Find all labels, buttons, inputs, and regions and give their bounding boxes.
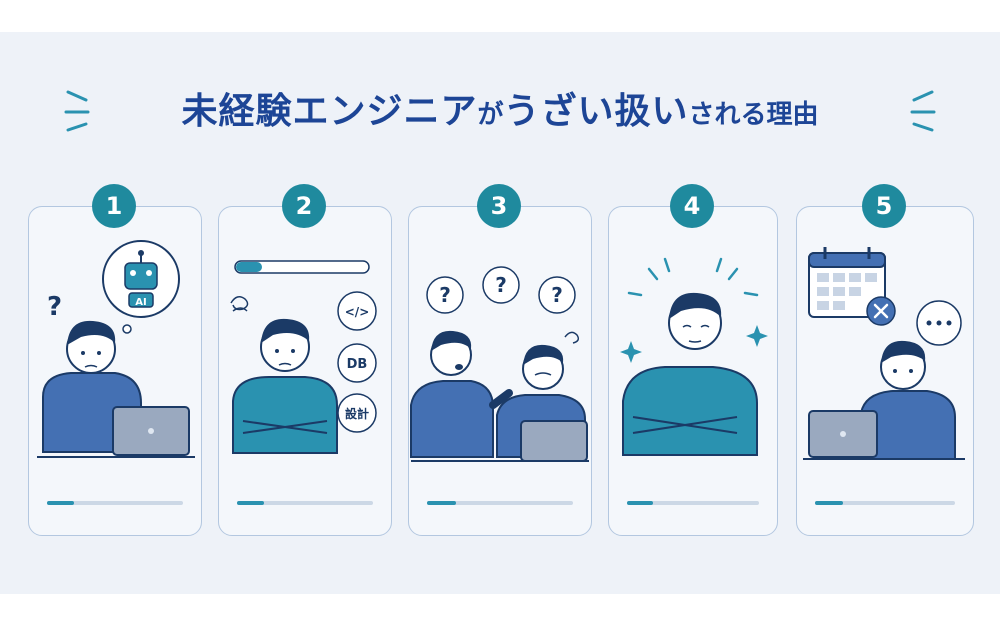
progress-fill <box>815 501 843 505</box>
title-part-1: 未経験エンジニア <box>181 91 478 132</box>
step-badge-1: 1 <box>92 184 136 228</box>
ellipsis-bubble-icon <box>916 300 962 346</box>
person-icon <box>232 318 338 454</box>
progress-bar <box>815 501 955 505</box>
step-badge-2: 2 <box>282 184 326 228</box>
title-part-3: うざい扱い <box>503 91 689 132</box>
person-icon <box>622 292 758 456</box>
code-icon: </> <box>337 291 377 331</box>
sparkle-icon <box>620 257 768 363</box>
reason-card-3: ? ? ? <box>408 206 592 536</box>
skill-db-label: DB <box>347 357 368 372</box>
question-bubble-icon: ? <box>482 266 520 304</box>
question-bubble-icon: ? <box>426 276 464 314</box>
step-badge-5: 5 <box>862 184 906 228</box>
title-part-4: される理由 <box>688 100 819 130</box>
progress-bar <box>427 501 573 505</box>
design-icon: 設計 <box>337 393 377 433</box>
question-bubble-icon: ? <box>538 276 576 314</box>
calendar-icon <box>808 247 886 318</box>
svg-text:?: ? <box>47 292 62 322</box>
dizzy-icon <box>564 331 580 344</box>
step-badge-4: 4 <box>670 184 714 228</box>
left-sparkle-icon <box>64 90 90 132</box>
card-4-illustration <box>620 257 768 456</box>
ai-robot-icon: AI <box>102 240 180 334</box>
person-icon <box>860 340 956 460</box>
svg-text:?: ? <box>439 283 451 307</box>
senior-person-icon <box>410 330 513 458</box>
progress-fill <box>627 501 654 505</box>
svg-text:?: ? <box>495 273 507 297</box>
reason-card-1: ? AI <box>28 206 202 536</box>
progress-bar <box>47 501 183 505</box>
skill-design-label: 設計 <box>345 406 369 421</box>
progress-fill <box>47 501 75 505</box>
skill-code-label: </> <box>345 305 370 319</box>
right-sparkle-icon <box>910 90 936 132</box>
card-5-illustration <box>803 247 965 460</box>
step-badge-3: 3 <box>477 184 521 228</box>
reason-card-2: </> DB 設計 <box>218 206 392 536</box>
progress-bar <box>237 501 373 505</box>
database-icon: DB <box>337 343 377 383</box>
svg-text:?: ? <box>551 283 563 307</box>
question-mark-icon: ? <box>47 292 62 322</box>
dizzy-icon <box>230 296 249 312</box>
card-2-illustration: </> DB 設計 <box>230 260 377 454</box>
card-3-illustration: ? ? ? <box>410 266 589 462</box>
ai-label: AI <box>135 297 146 308</box>
reason-card-5 <box>796 206 974 536</box>
cancel-icon <box>866 296 896 326</box>
laptop-icon <box>803 410 965 460</box>
progress-fill <box>427 501 457 505</box>
progress-fill <box>237 501 265 505</box>
laptop-icon <box>411 420 589 462</box>
page-title: 未経験エンジニアがうざい扱いされる理由 <box>0 82 1000 134</box>
laptop-icon <box>37 406 195 458</box>
title-part-2: が <box>477 100 504 130</box>
reason-card-4 <box>608 206 778 536</box>
progress-bar <box>627 501 759 505</box>
card-1-illustration: ? AI <box>37 240 195 458</box>
loading-bar-icon <box>234 260 370 274</box>
